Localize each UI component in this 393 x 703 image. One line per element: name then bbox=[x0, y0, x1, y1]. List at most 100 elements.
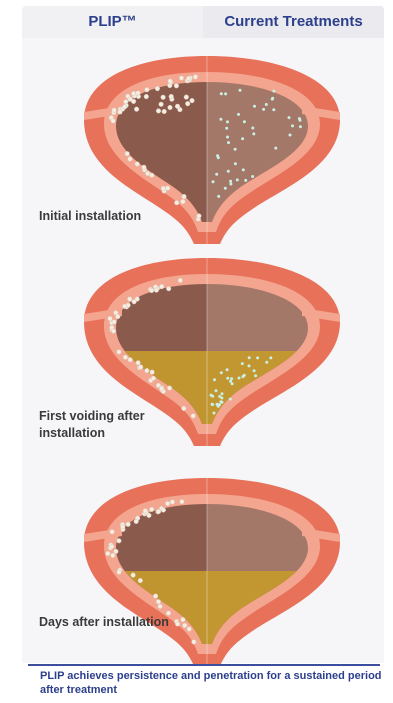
plip-particle bbox=[131, 99, 136, 104]
current-treatment-particle bbox=[272, 90, 275, 93]
plip-particle bbox=[136, 361, 141, 366]
plip-particle bbox=[122, 304, 127, 309]
current-treatment-particle bbox=[211, 403, 214, 406]
current-treatment-particle bbox=[288, 116, 291, 119]
current-treatment-particle bbox=[265, 103, 268, 106]
plip-particle bbox=[131, 573, 136, 578]
current-treatment-particle bbox=[217, 195, 220, 198]
current-treatment-particle bbox=[219, 118, 222, 121]
current-treatment-particle bbox=[299, 119, 302, 122]
current-treatment-particle bbox=[226, 120, 229, 123]
plip-particle bbox=[117, 539, 122, 544]
plip-particle bbox=[193, 75, 198, 80]
current-treatment-particle bbox=[248, 356, 251, 359]
plip-particle bbox=[132, 299, 137, 304]
current-treatment-particle bbox=[213, 378, 216, 381]
plip-particle bbox=[159, 387, 164, 392]
current-treatment-particle bbox=[234, 148, 237, 151]
plip-particle bbox=[154, 288, 159, 293]
plip-particle bbox=[150, 370, 155, 375]
plip-particle bbox=[112, 108, 117, 113]
plip-particle bbox=[127, 297, 132, 302]
footer-caption: PLIP achieves persistence and penetratio… bbox=[40, 669, 385, 697]
plip-particle bbox=[174, 84, 179, 89]
current-treatment-particle bbox=[234, 162, 237, 165]
current-treatment-particle bbox=[220, 92, 223, 95]
plip-particle bbox=[174, 200, 179, 205]
plip-particle bbox=[131, 91, 136, 96]
plip-particle bbox=[156, 109, 161, 114]
plip-particle bbox=[168, 105, 173, 110]
plip-particle bbox=[138, 578, 143, 583]
plip-particle bbox=[149, 507, 154, 512]
plip-particle bbox=[110, 544, 115, 549]
current-treatment-particle bbox=[212, 180, 215, 183]
plip-particle bbox=[184, 95, 189, 100]
plip-particle bbox=[159, 284, 164, 289]
current-treatment-particle bbox=[226, 377, 229, 380]
current-treatment-particle bbox=[248, 364, 251, 367]
plip-particle bbox=[120, 525, 125, 530]
plip-particle bbox=[134, 519, 139, 524]
plip-particle bbox=[161, 95, 166, 100]
current-treatment-particle bbox=[224, 187, 227, 190]
plip-particle bbox=[128, 358, 133, 363]
plip-particle bbox=[167, 386, 172, 391]
current-treatment-particle bbox=[272, 108, 275, 111]
plip-particle bbox=[190, 98, 195, 103]
plip-particle bbox=[117, 570, 122, 575]
current-treatment-particle bbox=[221, 392, 224, 395]
current-treatment-particle bbox=[213, 412, 216, 415]
current-treatment-particle bbox=[217, 405, 220, 408]
current-treatment-particle bbox=[236, 178, 239, 181]
plip-particle bbox=[180, 499, 185, 504]
stage-label-first-voiding: First voiding after installation bbox=[39, 408, 189, 442]
plip-particle bbox=[111, 329, 116, 334]
plip-particle bbox=[138, 365, 143, 370]
plip-particle bbox=[143, 509, 148, 514]
current-treatment-particle bbox=[229, 380, 232, 383]
current-treatment-particle bbox=[215, 389, 218, 392]
plip-particle bbox=[181, 199, 186, 204]
plip-particle bbox=[149, 288, 154, 293]
plip-particle bbox=[117, 350, 122, 355]
plip-particle bbox=[111, 553, 116, 558]
current-treatment-particle bbox=[291, 124, 294, 127]
plip-particle bbox=[125, 151, 130, 156]
current-treatment-particle bbox=[239, 89, 242, 92]
bladder-diagram-days-after bbox=[22, 470, 384, 670]
plip-particle bbox=[110, 530, 115, 535]
current-treatment-particle bbox=[229, 180, 232, 183]
current-treatment-particle bbox=[211, 395, 214, 398]
current-treatment-particle bbox=[269, 356, 272, 359]
plip-particle bbox=[116, 314, 121, 319]
current-treatment-particle bbox=[220, 371, 223, 374]
plip-particle bbox=[178, 278, 183, 283]
plip-particle bbox=[122, 105, 127, 110]
plip-particle bbox=[145, 87, 150, 92]
plip-particle bbox=[168, 79, 173, 84]
plip-particle bbox=[128, 157, 133, 162]
current-treatment-particle bbox=[265, 361, 268, 364]
plip-particle bbox=[142, 165, 147, 170]
stage-label-initial: Initial installation bbox=[39, 208, 189, 225]
current-treatment-particle bbox=[289, 134, 292, 137]
current-treatment-particle bbox=[238, 377, 241, 380]
plip-particle bbox=[186, 76, 191, 81]
current-treatment-particle bbox=[237, 113, 240, 116]
current-treatment-particle bbox=[226, 136, 229, 139]
plip-particle bbox=[191, 414, 196, 419]
current-treatment-particle bbox=[241, 362, 244, 365]
plip-particle bbox=[153, 594, 158, 599]
current-treatment-particle bbox=[262, 108, 265, 111]
plip-particle bbox=[135, 162, 140, 167]
current-treatment-particle bbox=[224, 92, 227, 95]
footer-divider bbox=[28, 664, 380, 666]
plip-particle bbox=[156, 509, 161, 514]
current-treatment-particle bbox=[251, 127, 254, 130]
plip-particle bbox=[145, 171, 150, 176]
plip-particle bbox=[168, 83, 173, 88]
plip-column-title: PLIP™ bbox=[22, 6, 203, 38]
plip-particle bbox=[106, 551, 111, 556]
